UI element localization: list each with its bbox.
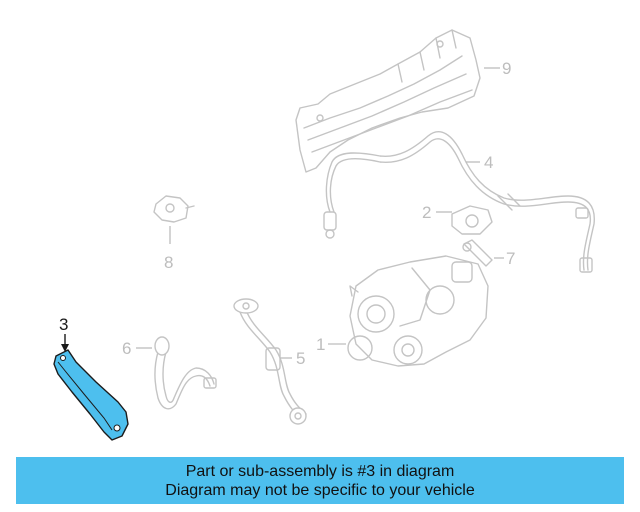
callout-2: 2 bbox=[422, 203, 452, 222]
banner-line-2: Diagram may not be specific to your vehi… bbox=[165, 481, 475, 499]
parts-diagram: 9 4 8 2 7 bbox=[53, 29, 595, 441]
banner-line-1: Part or sub-assembly is #3 in diagram bbox=[185, 462, 455, 480]
callout-4-label: 4 bbox=[484, 153, 493, 172]
callout-1: 1 bbox=[316, 335, 346, 354]
part-7-stud bbox=[462, 239, 493, 267]
callout-6: 6 bbox=[122, 339, 152, 358]
callout-4: 4 bbox=[466, 153, 493, 172]
callout-8: 8 bbox=[164, 226, 173, 272]
callout-6-label: 6 bbox=[122, 339, 131, 358]
callout-7: 7 bbox=[494, 249, 515, 268]
callout-9: 9 bbox=[484, 59, 511, 78]
part-5-oil-line bbox=[233, 298, 307, 425]
part-1-turbocharger bbox=[347, 255, 489, 367]
callout-3-label: 3 bbox=[59, 315, 68, 334]
part-4-pipe bbox=[323, 131, 595, 273]
callout-5: 5 bbox=[280, 349, 305, 368]
callout-5-label: 5 bbox=[296, 349, 305, 368]
part-3-bracket-shape bbox=[53, 349, 129, 441]
part-2-gasket bbox=[451, 205, 493, 235]
callout-2-label: 2 bbox=[422, 203, 431, 222]
part-6-hose bbox=[154, 336, 217, 410]
callout-8-label: 8 bbox=[164, 253, 173, 272]
part-3-bracket-highlighted bbox=[53, 349, 129, 441]
part-8-fitting bbox=[153, 195, 195, 223]
part-9-heat-shield bbox=[295, 29, 481, 173]
callout-9-label: 9 bbox=[502, 59, 511, 78]
callout-3: 3 bbox=[59, 315, 69, 352]
info-banner: Part or sub-assembly is #3 in diagram Di… bbox=[16, 457, 624, 504]
callout-1-label: 1 bbox=[316, 335, 325, 354]
callout-7-label: 7 bbox=[506, 249, 515, 268]
